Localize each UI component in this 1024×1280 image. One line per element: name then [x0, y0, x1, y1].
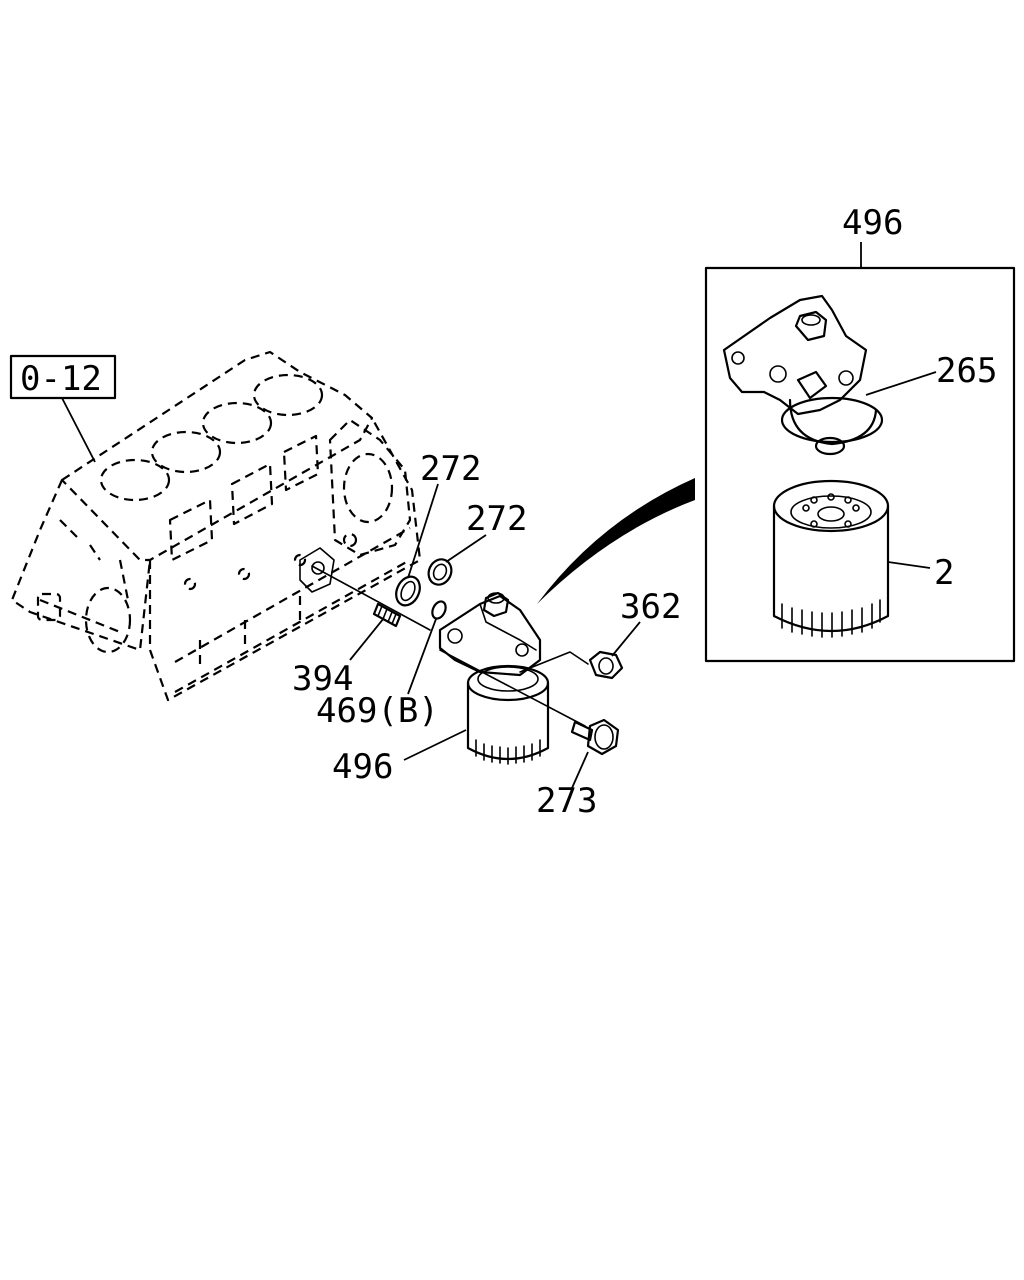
leader-272-b	[445, 534, 487, 563]
leader-362	[611, 621, 641, 657]
o-ring-272-b	[427, 558, 453, 586]
callout-394: 394	[292, 659, 353, 699]
reference-box: 0-12	[9, 354, 117, 463]
nut-362	[588, 650, 624, 680]
filter-head-265	[722, 294, 884, 456]
leader-272-a	[407, 483, 439, 579]
callout-2: 2	[934, 553, 954, 593]
leader-496-main	[403, 729, 467, 761]
filter-assembly-main	[438, 591, 589, 765]
leader-2	[887, 561, 931, 569]
leader-394	[349, 617, 385, 661]
stud-394	[372, 602, 402, 628]
reference-box-label: 0-12	[20, 359, 102, 399]
filter-element-2	[772, 479, 890, 638]
callout-362: 362	[620, 587, 681, 627]
o-ring-469b	[431, 600, 447, 620]
callout-469b: 469(B)	[316, 691, 439, 731]
callout-265: 265	[936, 351, 997, 391]
bolt-273	[570, 718, 620, 756]
leader-469b	[407, 618, 437, 695]
stud-axis-line	[311, 565, 431, 631]
callout-272-a: 272	[420, 449, 481, 489]
detail-box	[704, 242, 1016, 663]
leader-273	[571, 751, 589, 789]
callout-273: 273	[536, 781, 597, 821]
callout-496-main: 496	[332, 747, 393, 787]
engine-block	[10, 350, 422, 702]
leader-265	[865, 371, 937, 396]
callout-496-detail: 496	[842, 203, 903, 243]
callout-272-b: 272	[466, 499, 527, 539]
detail-pointer	[537, 478, 695, 604]
o-ring-272-a	[395, 575, 421, 607]
